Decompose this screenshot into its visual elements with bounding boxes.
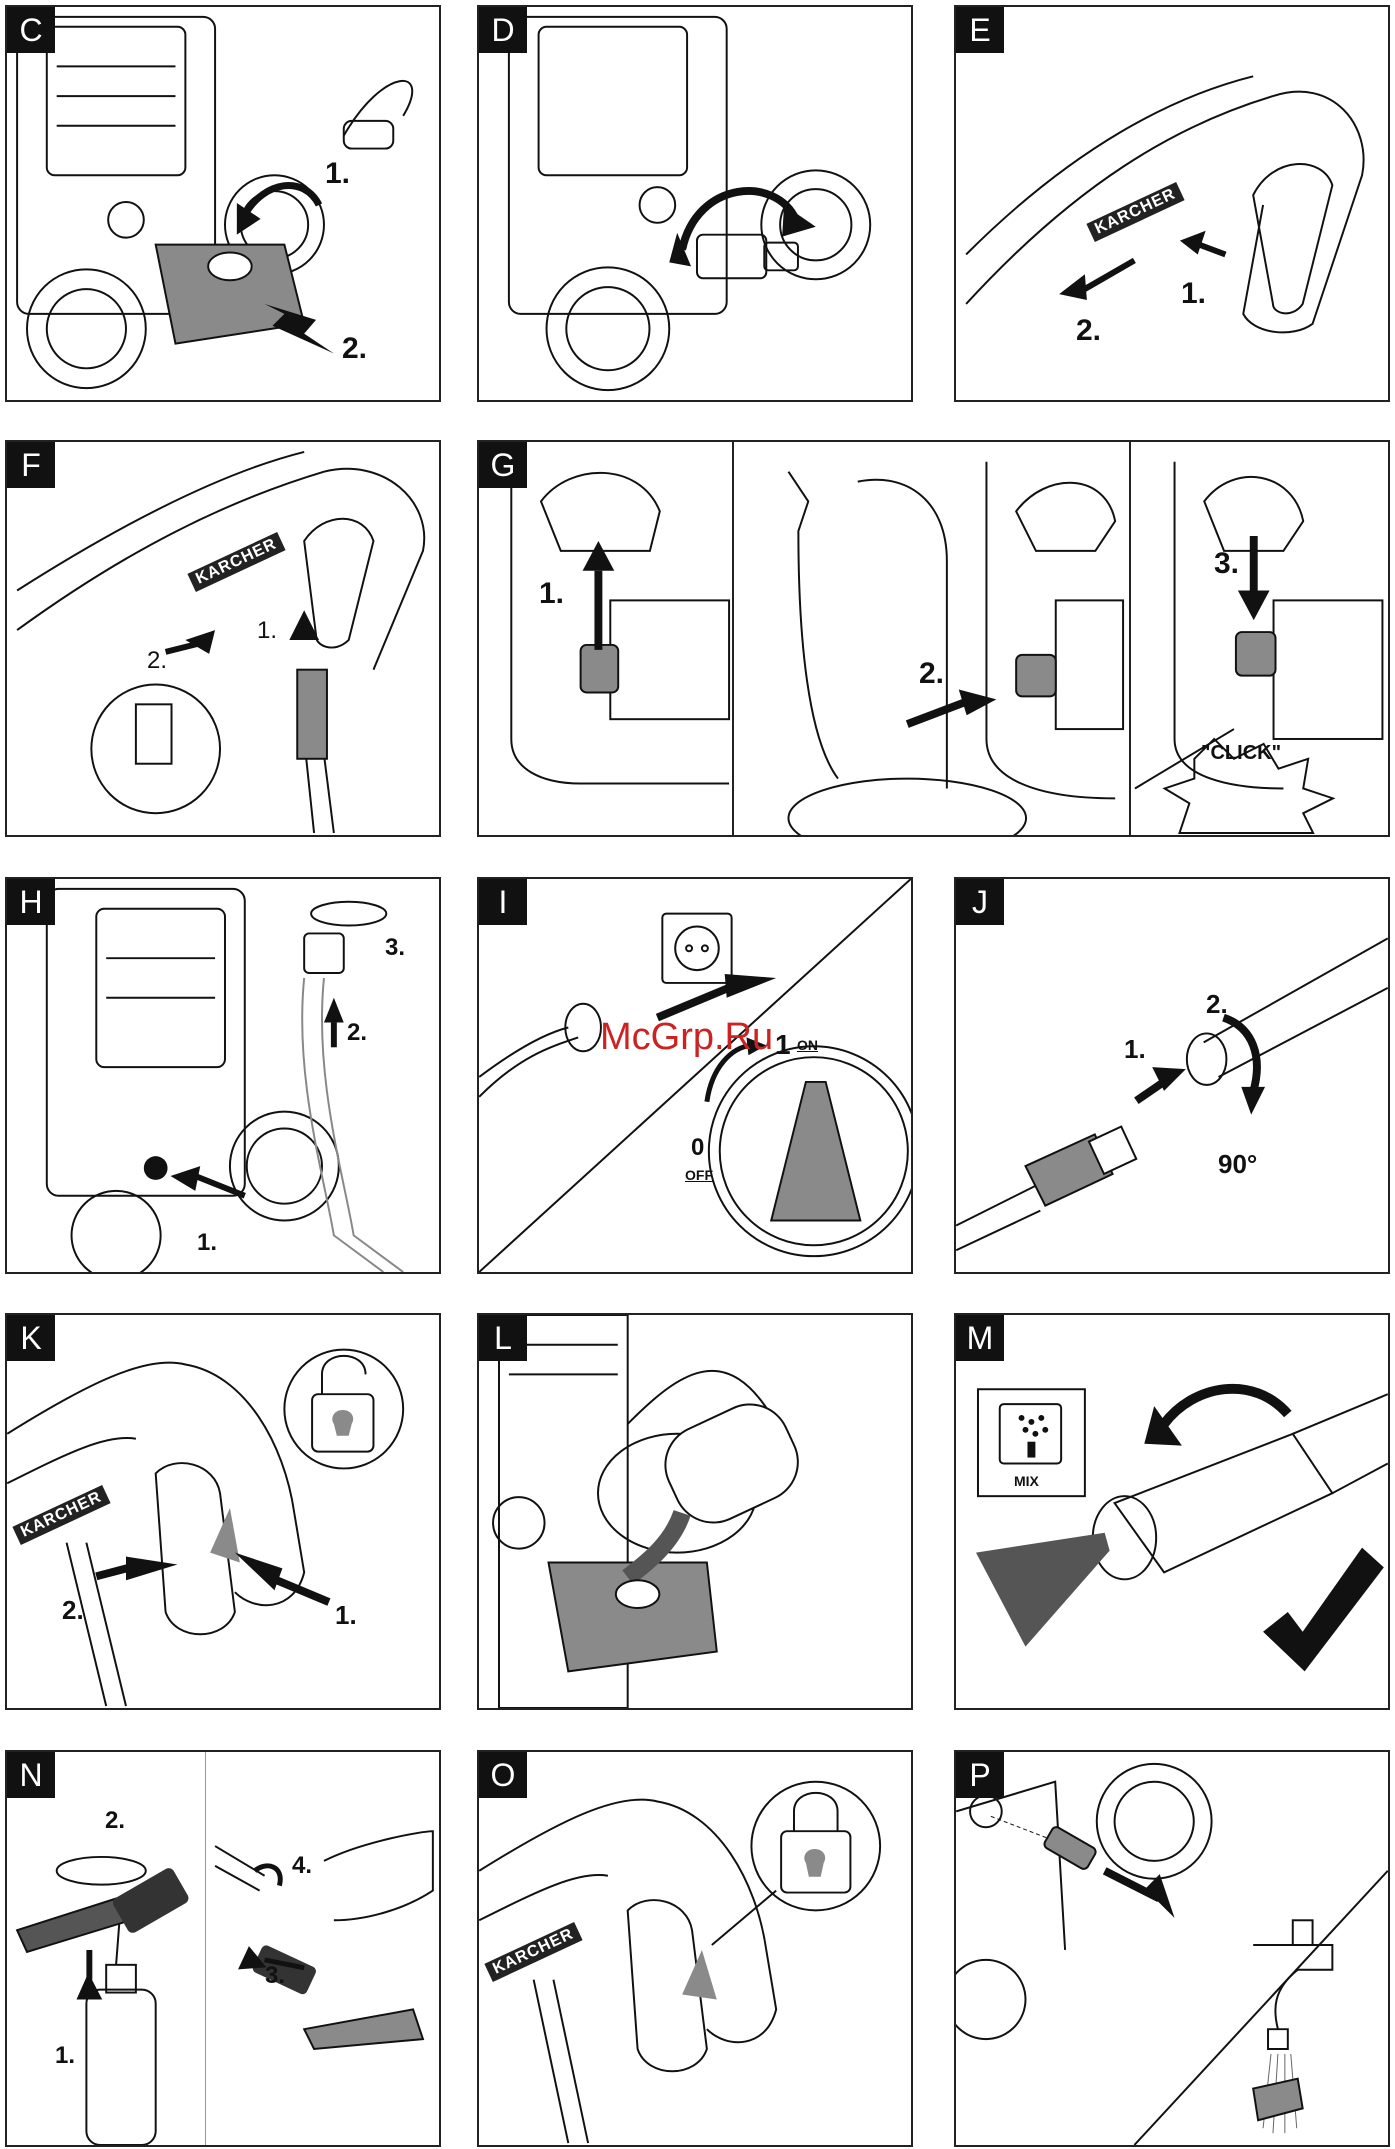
garden-hose-connection-illustration bbox=[7, 879, 439, 1272]
step-label: 4. bbox=[292, 1852, 312, 1880]
panel-k: K KARCHER 1. 2. bbox=[5, 1313, 441, 1710]
plug-and-power-switch-illustration bbox=[479, 879, 911, 1272]
panel-letter: L bbox=[479, 1315, 527, 1361]
panel-g: G 1. 2. 3. "CLICK" bbox=[477, 440, 1390, 837]
step-label: 2. bbox=[342, 332, 367, 366]
panel-e: E KARCHER 1. 2. bbox=[954, 5, 1390, 402]
panel-l: L bbox=[477, 1313, 913, 1710]
water-inlet-coupling-illustration bbox=[479, 7, 911, 400]
pressure-washer-detergent-tank-illustration bbox=[7, 7, 439, 400]
panel-letter: J bbox=[956, 879, 1004, 925]
step-label: 3. bbox=[1214, 547, 1239, 581]
rotation-angle: 90° bbox=[1218, 1149, 1257, 1180]
panel-h: H 1. 2. 3. bbox=[5, 877, 441, 1274]
step-label: 2. bbox=[347, 1019, 367, 1047]
panel-letter: I bbox=[479, 879, 527, 925]
panel-f: F KARCHER 1. 2. bbox=[5, 440, 441, 837]
panel-j: J 1. 2. 90° bbox=[954, 877, 1390, 1274]
step-label: 2. bbox=[1076, 314, 1101, 348]
step-label: 1. bbox=[325, 157, 350, 191]
spray-lance-attachment-illustration bbox=[956, 879, 1388, 1272]
panel-m: M MIX bbox=[954, 1313, 1390, 1710]
on-position-number: 1 bbox=[775, 1029, 791, 1061]
water-filter-cleaning-illustration bbox=[956, 1752, 1388, 2145]
hose-insert-into-gun-illustration bbox=[7, 442, 439, 835]
panel-letter: M bbox=[956, 1315, 1004, 1361]
step-label: 3. bbox=[385, 934, 405, 962]
panel-o: O KARCHER bbox=[477, 1750, 913, 2147]
panel-d: D bbox=[477, 5, 913, 402]
panel-letter: N bbox=[7, 1752, 55, 1798]
step-label: 2. bbox=[147, 647, 167, 675]
on-label: ON bbox=[797, 1037, 818, 1053]
step-label: 2. bbox=[105, 1807, 125, 1835]
mix-label: MIX bbox=[1014, 1473, 1039, 1489]
panel-letter: C bbox=[7, 7, 55, 53]
detergent-bottle-tank-illustration bbox=[479, 1315, 911, 1708]
panel-c: C 1. 2. bbox=[5, 5, 441, 402]
high-pressure-hose-connection-illustration bbox=[479, 442, 1388, 835]
step-label: 1. bbox=[1181, 277, 1206, 311]
panel-n: N 1. 2. 3. 4. bbox=[5, 1750, 441, 2147]
watermark-text: McGrp.Ru bbox=[600, 1016, 773, 1059]
step-label: 1. bbox=[1124, 1034, 1146, 1065]
step-label: 1. bbox=[257, 617, 277, 645]
panel-letter: F bbox=[7, 442, 55, 488]
panel-letter: P bbox=[956, 1752, 1004, 1798]
click-label: "CLICK" bbox=[1201, 742, 1281, 765]
panel-letter: H bbox=[7, 879, 55, 925]
step-label: 1. bbox=[55, 2042, 75, 2070]
off-label: OFF bbox=[685, 1167, 713, 1183]
panel-i: I 1 ON 0 OFF bbox=[477, 877, 913, 1274]
panel-letter: K bbox=[7, 1315, 55, 1361]
step-label: 2. bbox=[919, 657, 944, 691]
step-label: 3. bbox=[265, 1962, 285, 1990]
step-label: 2. bbox=[1206, 989, 1228, 1020]
mix-nozzle-rotation-illustration bbox=[956, 1315, 1388, 1708]
panel-letter: E bbox=[956, 7, 1004, 53]
step-label: 1. bbox=[335, 1600, 357, 1631]
step-label: 1. bbox=[197, 1229, 217, 1257]
panel-letter: D bbox=[479, 7, 527, 53]
off-position-number: 0 bbox=[691, 1134, 704, 1162]
panel-letter: O bbox=[479, 1752, 527, 1798]
nozzle-and-detergent-bottle-illustration bbox=[7, 1752, 439, 2145]
step-label: 1. bbox=[539, 577, 564, 611]
step-label: 2. bbox=[62, 1595, 84, 1626]
panel-p: P bbox=[954, 1750, 1390, 2147]
panel-letter: G bbox=[479, 442, 527, 488]
